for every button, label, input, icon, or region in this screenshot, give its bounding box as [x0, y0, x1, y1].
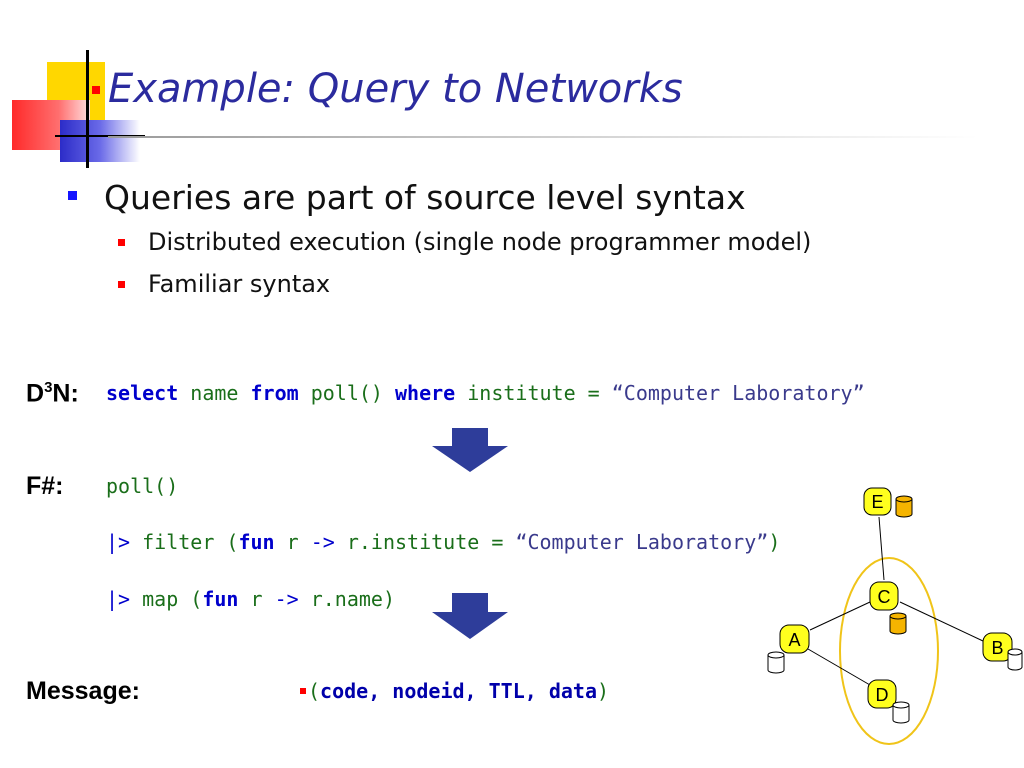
- bullet-sub-familiar: Familiar syntax: [148, 270, 331, 298]
- d3n-label: D3N:: [26, 379, 79, 408]
- svg-text:B: B: [991, 638, 1003, 658]
- fsharp-label: F#:: [26, 472, 64, 500]
- down-arrow-icon: [432, 593, 508, 639]
- slide-title: Example: Query to Networks: [108, 66, 683, 112]
- edge-c-b: [899, 601, 984, 642]
- title-decoration-hline: [55, 135, 145, 137]
- message-bullet-icon: [300, 688, 306, 694]
- node-e: E: [863, 487, 892, 516]
- square-bullet-icon: [118, 239, 125, 246]
- fsharp-line-2: |> filter (fun r -> r.institute = “Compu…: [106, 530, 781, 554]
- title-underline: [108, 136, 978, 138]
- svg-text:A: A: [788, 630, 800, 650]
- title-bullet-icon: [92, 86, 100, 94]
- node-c: C: [869, 581, 899, 611]
- database-icon: [889, 612, 907, 635]
- square-bullet-icon: [118, 281, 125, 288]
- bullet-main: Queries are part of source level syntax: [104, 178, 746, 217]
- database-icon: [767, 651, 785, 674]
- svg-text:C: C: [878, 587, 891, 607]
- database-icon: [892, 701, 910, 724]
- svg-text:D: D: [876, 685, 889, 705]
- title-decoration-blue: [60, 120, 140, 162]
- d3n-query: select name from poll() where institute …: [106, 381, 865, 405]
- edge-a-d: [807, 648, 871, 686]
- svg-text:E: E: [871, 492, 883, 512]
- edge-c-a: [809, 601, 871, 631]
- bullet-sub-distributed: Distributed execution (single node progr…: [148, 228, 812, 256]
- title-decoration-vline: [86, 50, 89, 168]
- database-icon: [1007, 648, 1023, 671]
- edge-e-c: [878, 516, 885, 581]
- fsharp-line-3: |> map (fun r -> r.name): [106, 587, 396, 611]
- square-bullet-icon: [68, 191, 77, 200]
- message-tuple: (code, nodeid, TTL, data): [308, 679, 610, 703]
- node-b: B: [982, 632, 1013, 662]
- fsharp-line-1: poll(): [106, 474, 179, 498]
- down-arrow-icon: [432, 428, 508, 472]
- selection-ellipse: [839, 557, 939, 745]
- network-diagram: E C A B D: [767, 487, 1023, 745]
- message-label: Message:: [26, 677, 140, 705]
- database-icon: [895, 495, 913, 518]
- node-d: D: [867, 679, 897, 709]
- node-a: A: [779, 624, 810, 654]
